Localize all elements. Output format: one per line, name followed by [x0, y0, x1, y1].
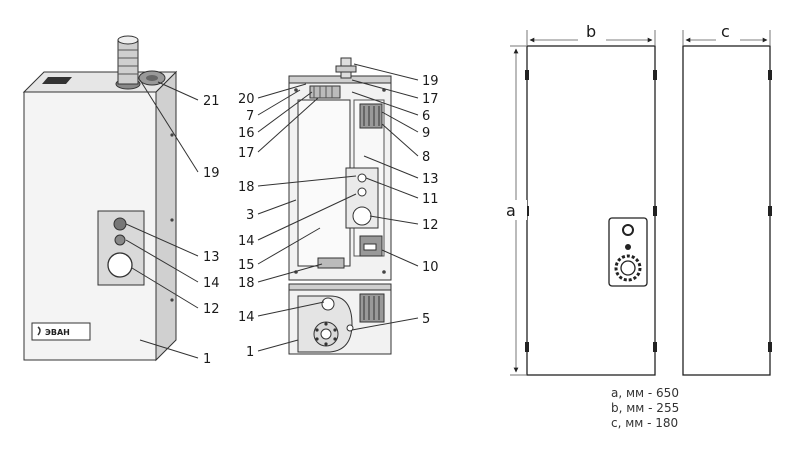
callout-13: 13: [203, 250, 220, 265]
callout-16: 16: [238, 126, 255, 141]
dim-side-outline: [682, 45, 771, 376]
callout-19b: 19: [422, 74, 439, 89]
callout-12b: 12: [422, 218, 439, 233]
callout-11: 11: [422, 192, 439, 207]
callout-19: 19: [203, 166, 220, 181]
callout-21: 21: [203, 94, 220, 109]
callout-14: 14: [203, 276, 220, 291]
callout-1b: 1: [246, 345, 254, 360]
spec-c: c, мм - 180: [611, 416, 678, 430]
callout-13b: 13: [422, 172, 439, 187]
brand-logo: ЭВАН: [31, 322, 91, 341]
callout-14: 14: [238, 234, 255, 249]
dim-control-panel: [608, 217, 648, 287]
callout-17b: 17: [422, 92, 439, 107]
indicator-13: [113, 217, 127, 231]
inner-view: 20 7 16 17 18 3 14 15 18 14 1 19 17 6 9 …: [238, 57, 439, 360]
spec-a: a, мм - 650: [611, 386, 679, 400]
front-side-panel: [155, 70, 177, 362]
heating-element-flange: [313, 321, 339, 347]
spec-b: b, мм - 255: [611, 401, 679, 415]
callout-18b: 18: [238, 276, 255, 291]
terminal-block: [359, 103, 383, 129]
dim-front-outline: [526, 45, 656, 376]
heater-tank: [297, 99, 351, 267]
callout-1: 1: [203, 352, 211, 367]
callout-20: 20: [238, 92, 255, 107]
callout-15: 15: [238, 258, 255, 273]
callout-18: 18: [238, 180, 255, 195]
callout-8: 8: [422, 150, 430, 165]
callout-17: 17: [238, 146, 255, 161]
top-slot: [42, 77, 72, 84]
front-control-panel: [97, 210, 145, 286]
callout-10: 10: [422, 260, 439, 275]
callout-5: 5: [422, 312, 430, 327]
dim-label-c: c: [721, 22, 730, 41]
dim-label-a: a: [506, 201, 516, 220]
dim-label-b: b: [586, 22, 596, 41]
indicator-14: [114, 234, 126, 246]
front-view: ЭВАН 21 19 13 14 12 1: [22, 35, 220, 367]
knob-12: [107, 252, 133, 278]
callout-9: 9: [422, 126, 430, 141]
brand-text: ЭВАН: [45, 328, 70, 337]
top-pipe: [115, 35, 166, 90]
callout-6: 6: [422, 109, 430, 124]
dimension-views: b c a a, мм - 650 b, мм - 255 c, мм - 18…: [505, 22, 772, 430]
callout-12: 12: [203, 302, 220, 317]
callout-14b: 14: [238, 310, 255, 325]
callout-3: 3: [246, 208, 254, 223]
callout-7: 7: [246, 109, 254, 124]
